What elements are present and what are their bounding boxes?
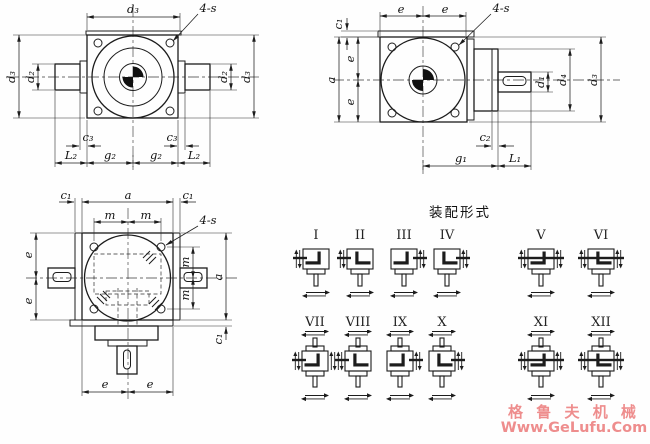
dim-label-m-top2: m <box>141 208 152 222</box>
dim-label-d2-right: d₂ <box>216 71 230 83</box>
dim-label-4s: 4-s <box>198 213 216 227</box>
assembly-form-icon <box>293 248 330 299</box>
assembly-form-icon <box>518 329 564 402</box>
assembly-form-numeral: II <box>354 228 366 243</box>
assembly-form-numeral: VI <box>593 228 609 243</box>
assembly-form-XI: XI <box>518 315 564 408</box>
dim-label-c1-topright: c₁ <box>182 190 193 202</box>
dimension-lines: d₃ 4-s d₃ d₂ d₂ d₃ c₃ <box>4 1 259 167</box>
dim-label-e-left2: e <box>343 98 357 105</box>
dim-label-g2-right: g₂ <box>150 148 162 162</box>
dim-label-m-top1: m <box>105 208 116 222</box>
assembly-form-I: I <box>293 228 339 305</box>
watermark-brand-text: 格 鲁 夫 机 械 <box>508 403 640 421</box>
hatch-marks <box>96 250 163 311</box>
dim-label-e-top2: e <box>442 2 449 16</box>
side-view-drawing: c₁ e e 4-s a e e d₁ d₄ <box>325 1 620 174</box>
assembly-form-VI: VI <box>578 228 624 305</box>
assembly-form-numeral: VIII <box>345 315 371 330</box>
dim-label-d3-top: d₃ <box>127 2 139 16</box>
assembly-form-IX: IX <box>377 315 423 408</box>
housing-outline <box>54 30 211 119</box>
dim-label-d2-left: d₂ <box>23 71 37 83</box>
dim-label-c1-topleft: c₁ <box>60 190 71 202</box>
dim-label-e-left2: e <box>21 297 35 304</box>
assembly-form-icon <box>292 329 337 402</box>
assembly-form-II: II <box>337 228 383 305</box>
assembly-form-numeral: X <box>437 315 447 330</box>
assembly-form-numeral: I <box>313 228 319 243</box>
assembly-form-icon <box>578 248 624 299</box>
assembly-form-icon <box>578 329 624 402</box>
dim-label-g1: g₁ <box>455 151 467 165</box>
assembly-form-icon <box>335 329 372 402</box>
assembly-form-V: V <box>518 228 564 305</box>
assembly-form-VII: VII <box>292 315 338 408</box>
dim-label-d3: d₃ <box>586 74 600 86</box>
assembly-form-IV: IV <box>424 228 470 305</box>
dim-label-d3-left: d₃ <box>4 71 18 83</box>
dim-label-4s: 4-s <box>491 1 509 15</box>
dim-label-c3-right: c₃ <box>166 130 177 144</box>
dim-label-c1-bottomright: c₁ <box>211 333 225 344</box>
assembly-form-icon <box>337 248 374 299</box>
housing-outline <box>377 30 532 123</box>
dimension-lines: c₁ a c₁ m m 4-s e e m m <box>21 190 232 396</box>
dimension-lines: c₁ e e 4-s a e e d₁ d₄ <box>325 1 606 170</box>
dim-label-m-right1: m <box>178 256 192 267</box>
watermark-url-text: Www.GeLufu.Com <box>500 420 648 436</box>
assembly-form-XII: XII <box>578 315 624 408</box>
dim-label-c2: c₂ <box>479 130 490 144</box>
front-view-drawing: d₃ 4-s d₃ d₂ d₂ d₃ c₃ <box>4 1 262 170</box>
assembly-form-icon <box>428 329 465 402</box>
assembly-form-numeral: XI <box>533 315 549 330</box>
assembly-form-VIII: VIII <box>335 315 381 408</box>
dim-label-L1: L₁ <box>508 151 521 165</box>
assembly-form-numeral: IX <box>392 315 408 330</box>
assembly-form-icon <box>390 248 427 299</box>
dim-label-d3-right: d₃ <box>239 71 253 83</box>
assembly-form-III: III <box>381 228 427 305</box>
dim-label-4s: 4-s <box>198 1 216 15</box>
assembly-forms-heading: 装配形式 <box>429 205 491 221</box>
assembly-form-icon <box>433 248 470 299</box>
assembly-form-numeral: XII <box>591 315 611 330</box>
assembly-form-numeral: VII <box>305 315 325 330</box>
dim-label-a: a <box>325 76 338 83</box>
top-view-drawing: c₁ a c₁ m m 4-s e e m m <box>21 190 240 400</box>
assembly-form-numeral: IV <box>439 228 455 243</box>
assembly-form-icon <box>518 248 564 299</box>
watermark: 格 鲁 夫 机 械 Www.GeLufu.Com <box>500 404 648 436</box>
assembly-form-icon <box>386 329 423 402</box>
housing-outline <box>47 232 208 375</box>
dim-label-L2-right: L₂ <box>187 148 201 162</box>
dim-label-L2-left: L₂ <box>64 148 78 162</box>
dim-label-c3-left: c₃ <box>82 130 93 144</box>
dim-label-g2-left: g₂ <box>104 148 116 162</box>
dim-label-c1: c₁ <box>331 18 345 29</box>
assembly-form-numeral: V <box>536 228 546 243</box>
dim-label-a-right: a <box>211 273 225 280</box>
dim-label-e-bottom1: e <box>102 377 109 391</box>
dim-label-d1: d₁ <box>533 76 547 88</box>
dim-label-e-left1: e <box>21 251 35 258</box>
dim-label-d4: d₄ <box>555 74 569 86</box>
dim-label-e-left1: e <box>343 55 357 62</box>
dim-label-e-top1: e <box>398 2 405 16</box>
dim-label-a-top: a <box>125 190 132 202</box>
assembly-form-numeral: III <box>396 228 412 243</box>
dim-label-e-bottom2: e <box>147 377 154 391</box>
centerlines <box>26 208 240 400</box>
dim-label-m-right2: m <box>178 289 192 300</box>
assembly-form-X: X <box>419 315 465 408</box>
